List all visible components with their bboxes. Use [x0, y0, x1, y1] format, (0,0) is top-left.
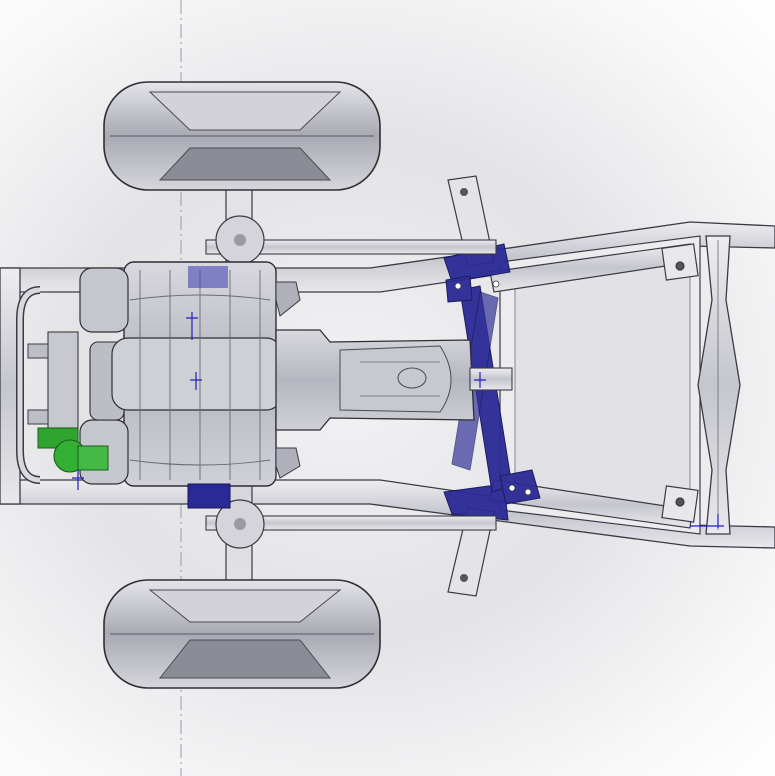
- transmission[interactable]: [275, 329, 475, 431]
- rear-cross-beam[interactable]: [697, 235, 741, 535]
- tire-bottom[interactable]: [103, 579, 381, 689]
- axis-markers: [72, 312, 724, 528]
- front-bracket[interactable]: [16, 286, 79, 484]
- tire-top[interactable]: [103, 81, 381, 191]
- rear-frame[interactable]: [499, 235, 701, 535]
- fluid-fitting[interactable]: [37, 427, 109, 473]
- rear-mount-plates[interactable]: [661, 243, 699, 523]
- engine[interactable]: [79, 261, 301, 509]
- driveshaft[interactable]: [469, 367, 513, 391]
